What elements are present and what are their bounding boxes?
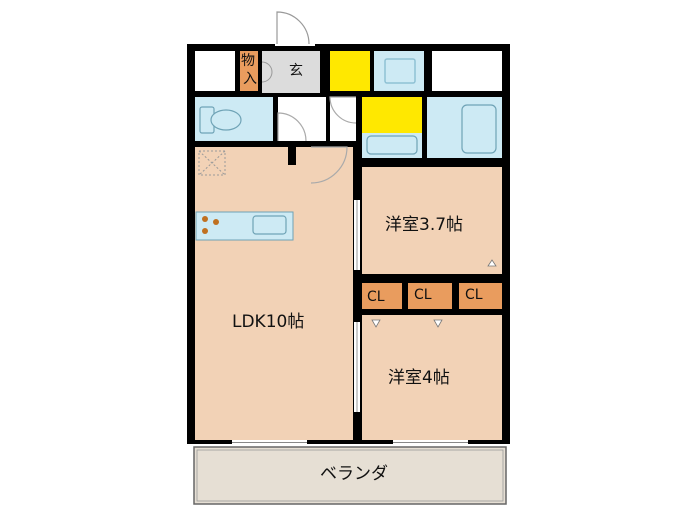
stove-icon <box>213 219 219 225</box>
wall-stub <box>288 147 296 165</box>
closet-2 <box>408 283 452 309</box>
top-left-cell <box>195 51 235 91</box>
door-swing-icon <box>277 112 307 142</box>
storage-label-top: 物 <box>241 53 255 69</box>
ldk-label: LDK10帖 <box>232 312 305 332</box>
kitchen-sink-icon <box>252 215 287 235</box>
genkan-label: 玄 <box>289 63 303 79</box>
toilet-icon <box>210 109 242 131</box>
balcony <box>193 446 507 505</box>
door-swing-icon <box>276 11 310 45</box>
closet-2-label: CL <box>414 287 432 303</box>
door-swing-icon <box>261 61 273 83</box>
western-room-2-label: 洋室4帖 <box>388 368 450 388</box>
closet-1 <box>362 283 402 309</box>
hall <box>278 97 326 141</box>
balcony-label: ベランダ <box>320 464 388 484</box>
ldk-floor <box>195 147 353 440</box>
western-room-1-floor <box>362 167 502 274</box>
stove-icon <box>202 228 208 234</box>
top-right-cell <box>432 51 502 91</box>
laundry-space <box>330 51 370 91</box>
laundry-lower <box>362 97 422 133</box>
refrigerator-icon <box>198 150 226 176</box>
stove-icon <box>202 216 208 222</box>
closet-3-label: CL <box>465 287 483 303</box>
closet-1-label: CL <box>367 289 385 305</box>
washing-machine-icon <box>384 58 416 84</box>
balcony-rail <box>196 449 504 502</box>
western-room-1-label: 洋室3.7帖 <box>385 215 464 235</box>
door-swing-icon <box>329 96 357 124</box>
storage-label-bottom: 入 <box>243 71 257 87</box>
bathtub-icon <box>461 104 497 154</box>
closet-3 <box>459 283 502 309</box>
western-room-2-floor <box>362 315 502 440</box>
washbasin-icon <box>366 135 418 155</box>
door-swing-icon <box>310 146 348 184</box>
storage-cupboard <box>240 51 258 91</box>
